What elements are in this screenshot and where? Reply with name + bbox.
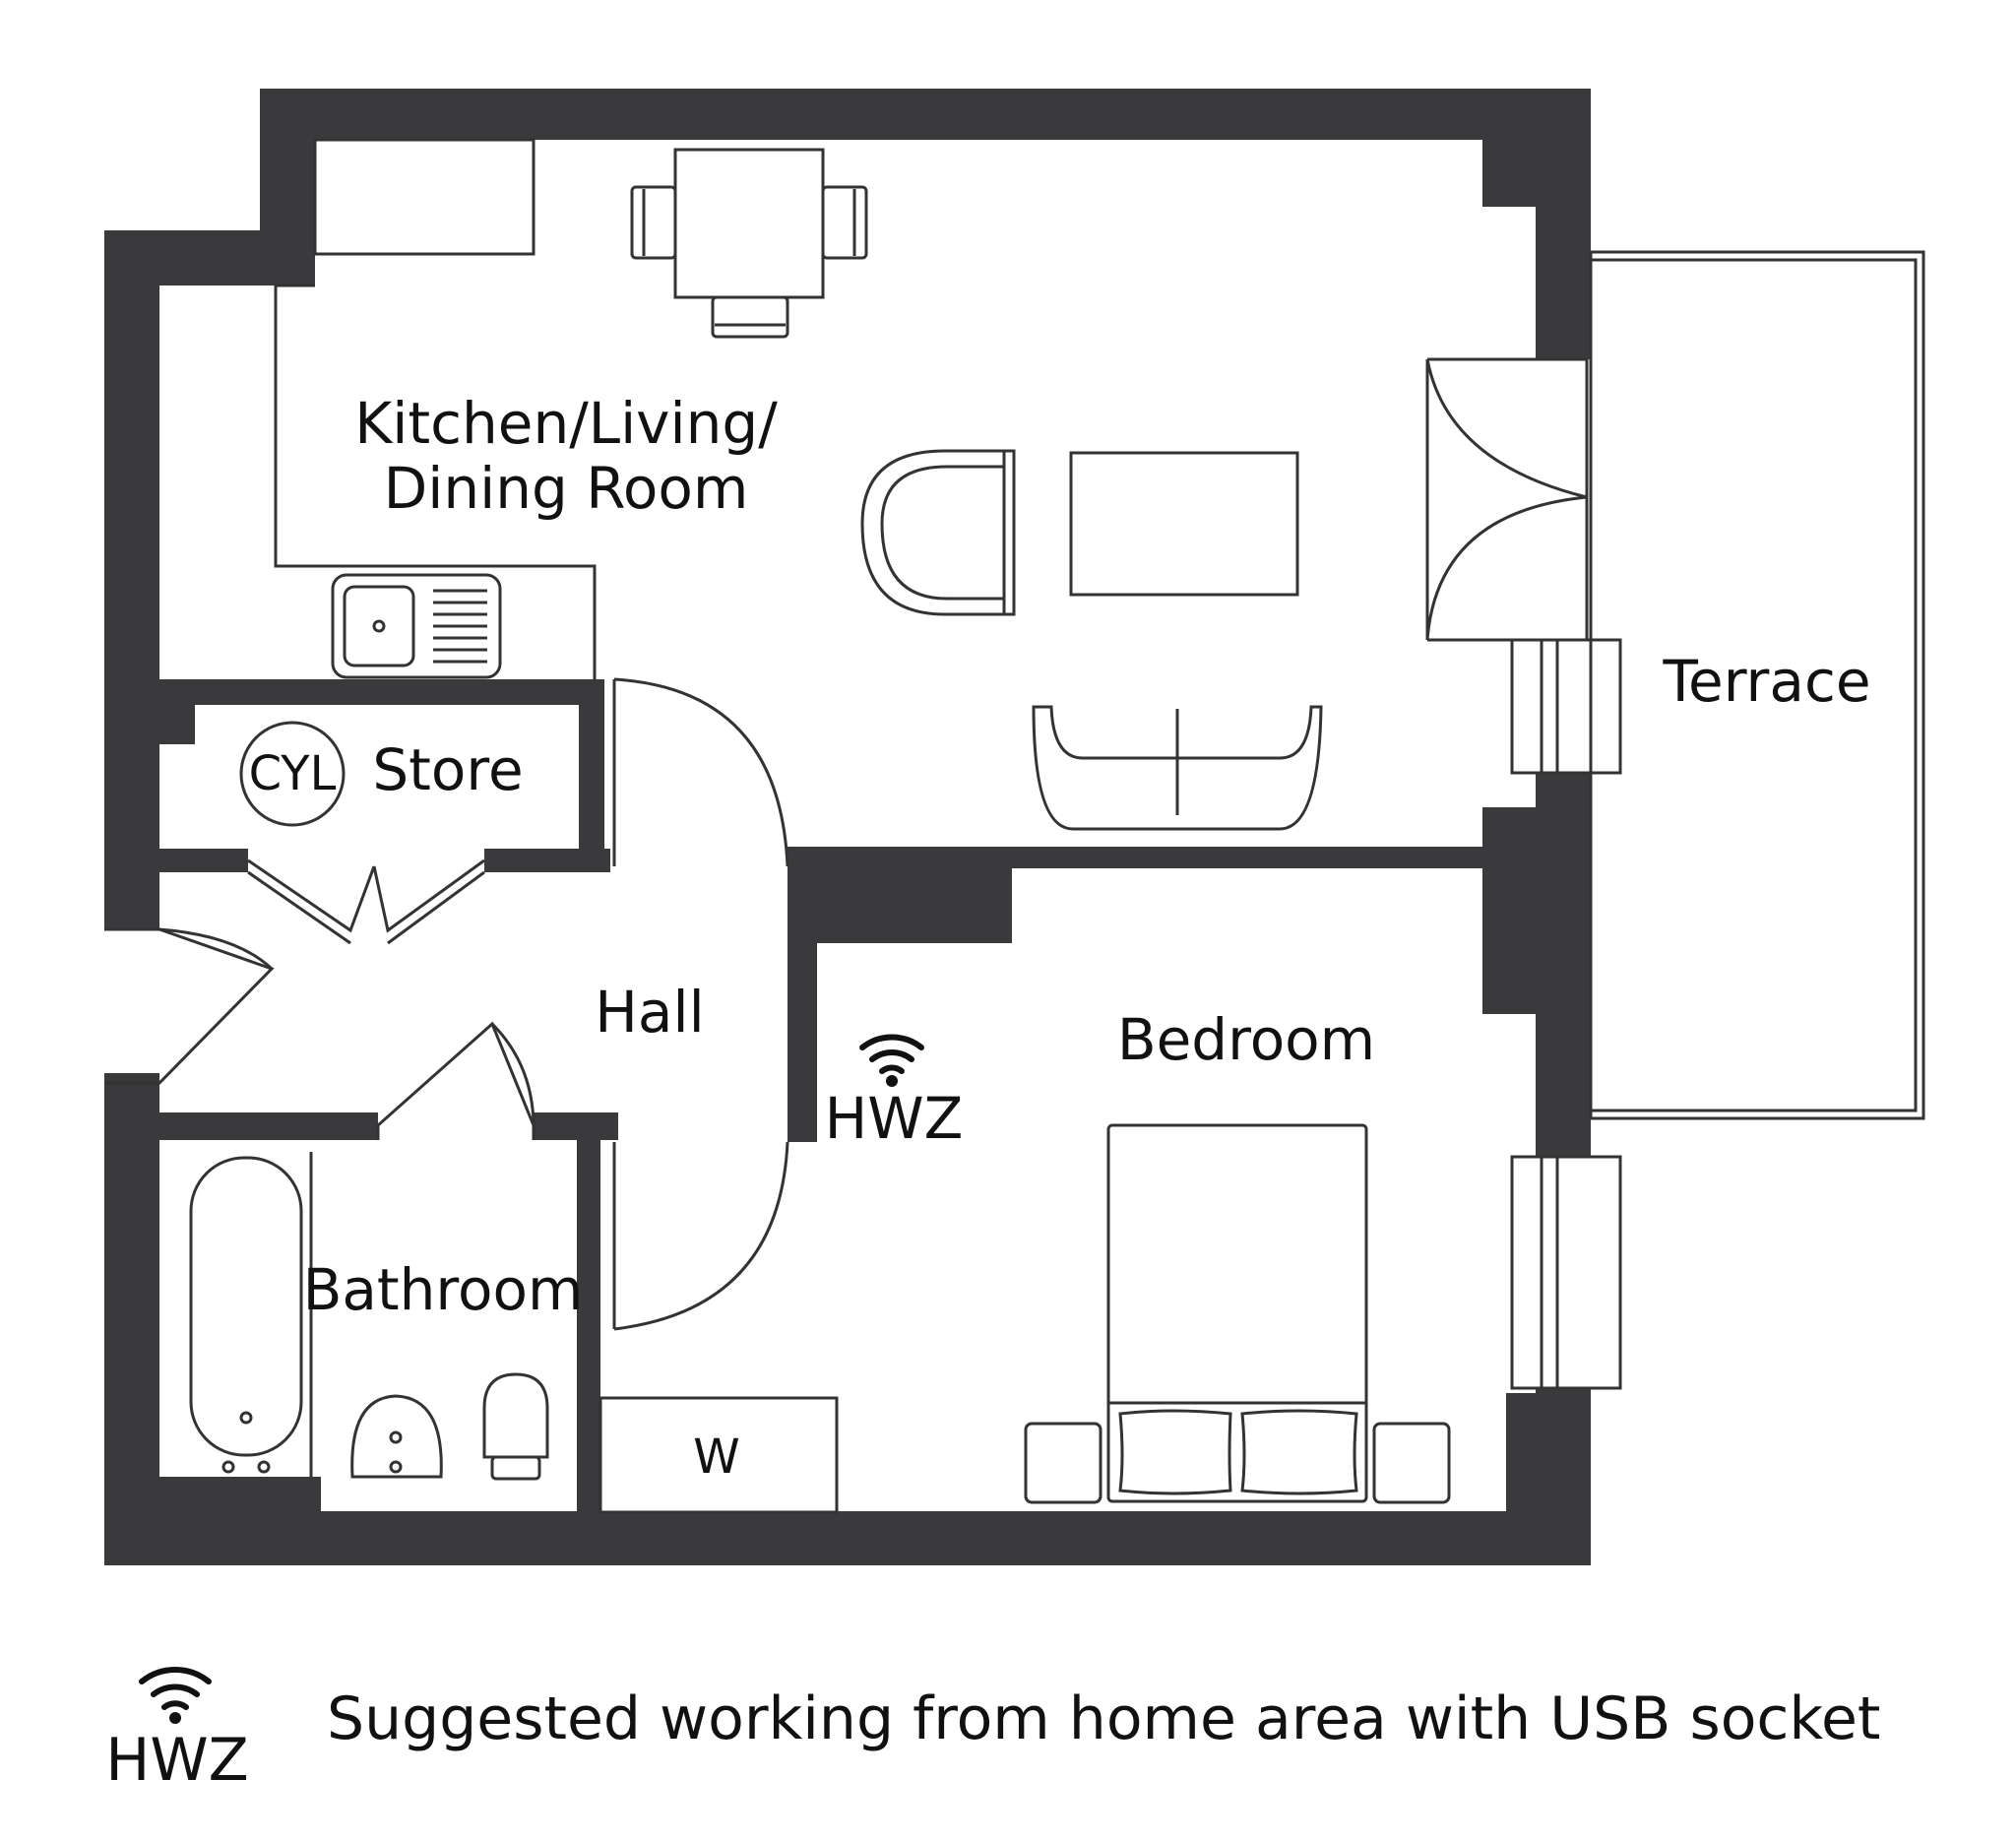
bathtub xyxy=(189,1156,303,1474)
wardrobe-label: W xyxy=(693,1429,739,1485)
washbasin xyxy=(350,1394,443,1479)
kitchen-label-line2: Dining Room xyxy=(384,455,749,522)
kitchen-label-line1: Kitchen/Living/ xyxy=(354,390,778,457)
cylinder-label: CYL xyxy=(249,746,337,801)
cylinder-icon xyxy=(239,721,346,827)
store: CYL Store xyxy=(239,721,524,945)
toilet xyxy=(482,1372,549,1481)
bedside-table-right xyxy=(1372,1422,1451,1504)
bathroom: Bathroom xyxy=(189,1152,584,1481)
bedside-table-left xyxy=(1024,1422,1102,1504)
kitchen-living-dining: Kitchen/Living/ Dining Room xyxy=(274,138,1622,831)
hall-label: Hall xyxy=(595,979,704,1046)
window-bedroom xyxy=(1510,1155,1622,1390)
terrace-doors xyxy=(1425,357,1589,642)
hall: Hall xyxy=(104,677,789,1331)
bed xyxy=(1106,1123,1368,1503)
legend-symbol: HWZ xyxy=(105,1726,249,1795)
dining-table xyxy=(630,148,868,339)
bedroom: Bedroom W HWZ xyxy=(598,1006,1622,1514)
wifi-icon xyxy=(139,1667,212,1724)
legend-text: Suggested working from home area with US… xyxy=(327,1684,1880,1753)
armchair xyxy=(860,449,1016,616)
hwz-label: HWZ xyxy=(825,1085,964,1152)
window-living xyxy=(1510,638,1622,775)
wifi-icon xyxy=(859,1034,924,1087)
legend: HWZ Suggested working from home area wit… xyxy=(105,1667,1880,1795)
terrace-label: Terrace xyxy=(1662,648,1870,715)
kitchen-sink xyxy=(331,573,502,679)
terrace: Terrace xyxy=(1589,250,1925,1120)
bedroom-label: Bedroom xyxy=(1117,1006,1375,1073)
hwz-marker: HWZ xyxy=(825,1034,964,1152)
store-label: Store xyxy=(372,736,523,803)
bathroom-label: Bathroom xyxy=(303,1256,584,1323)
walls xyxy=(104,89,1591,1565)
sofa xyxy=(1032,705,1323,831)
wardrobe xyxy=(598,1396,839,1514)
coffee-table xyxy=(1069,451,1299,597)
